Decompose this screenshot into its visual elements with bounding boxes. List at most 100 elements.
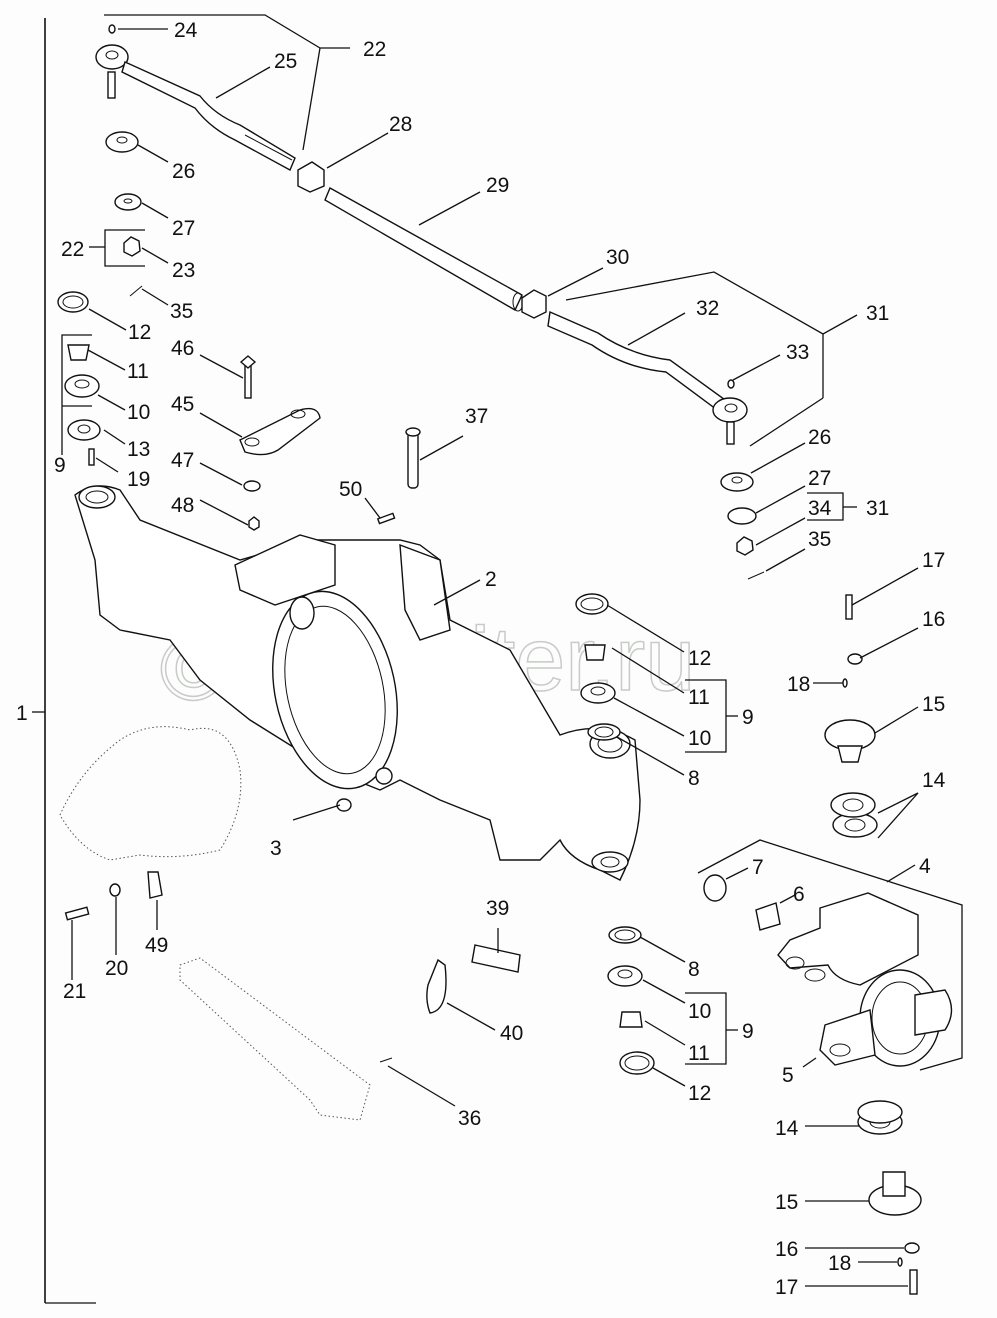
callout-16[interactable]: 16 <box>922 608 945 631</box>
callout-47[interactable]: 47 <box>171 449 194 472</box>
callout-2[interactable]: 2 <box>485 568 497 591</box>
callout-39[interactable]: 39 <box>486 897 509 920</box>
callout-17[interactable]: 17 <box>922 549 945 572</box>
callout-17[interactable]: 17 <box>775 1276 798 1299</box>
grease-fitting-18-low[interactable] <box>897 1257 903 1267</box>
cotter-pin-35-left[interactable] <box>129 285 143 297</box>
callout-46[interactable]: 46 <box>171 337 194 360</box>
callout-27[interactable]: 27 <box>172 217 195 240</box>
callout-16[interactable]: 16 <box>775 1238 798 1261</box>
washer-47[interactable] <box>243 480 261 492</box>
bearing-cone-11-low[interactable] <box>619 1011 643 1028</box>
axle-housing-drawing[interactable] <box>74 485 641 881</box>
plug-3-drawing[interactable] <box>336 798 352 812</box>
callout-27[interactable]: 27 <box>808 467 831 490</box>
callout-50[interactable]: 50 <box>339 478 362 501</box>
callout-7[interactable]: 7 <box>752 856 764 879</box>
callout-29[interactable]: 29 <box>486 174 509 197</box>
screw-19[interactable] <box>88 448 95 466</box>
bearing-cup-10-left[interactable] <box>64 374 100 398</box>
steering-knuckle-drawing[interactable] <box>777 892 953 1067</box>
callout-48[interactable]: 48 <box>171 494 194 517</box>
tie-rod-tube-drawing[interactable] <box>324 187 524 312</box>
shim-8-low[interactable] <box>608 926 642 944</box>
callout-8[interactable]: 8 <box>688 767 700 790</box>
callout-33[interactable]: 33 <box>786 341 809 364</box>
callout-12[interactable]: 12 <box>128 321 151 344</box>
washer-16-low[interactable] <box>904 1242 920 1254</box>
callout-23[interactable]: 23 <box>172 259 195 282</box>
callout-10[interactable]: 10 <box>688 1000 711 1023</box>
clip-40-drawing[interactable] <box>426 958 447 1014</box>
spacer-26-right[interactable] <box>720 472 754 492</box>
tie-rod-end-right-drawing[interactable] <box>547 310 748 445</box>
pin-37[interactable] <box>407 431 419 489</box>
washer-16-top[interactable] <box>847 653 863 665</box>
callout-1[interactable]: 1 <box>16 702 28 725</box>
callout-28[interactable]: 28 <box>389 113 412 136</box>
callout-22[interactable]: 22 <box>61 238 84 261</box>
shim-8-mid[interactable] <box>587 723 621 741</box>
seal-7[interactable] <box>703 874 727 902</box>
callout-31[interactable]: 31 <box>866 497 889 520</box>
nut-34[interactable] <box>736 536 754 556</box>
callout-34[interactable]: 34 <box>808 497 832 520</box>
bolt-17-top[interactable] <box>845 594 853 620</box>
callout-3[interactable]: 3 <box>270 837 282 860</box>
washer-27-left[interactable] <box>114 193 142 211</box>
callout-31[interactable]: 31 <box>866 302 889 325</box>
spacer-26-left[interactable] <box>105 131 139 153</box>
callout-8[interactable]: 8 <box>688 958 700 981</box>
callout-10[interactable]: 10 <box>688 727 711 750</box>
bracket-39-drawing[interactable] <box>471 944 521 973</box>
callout-4[interactable]: 4 <box>919 855 931 878</box>
castle-nut-23[interactable] <box>123 236 141 257</box>
callout-9[interactable]: 9 <box>742 1020 754 1043</box>
callout-26[interactable]: 26 <box>808 426 831 449</box>
callout-18[interactable]: 18 <box>787 673 810 696</box>
cover-13[interactable] <box>67 419 101 441</box>
bearing-cup-10-low[interactable] <box>607 965 643 987</box>
seal-12-left[interactable] <box>57 291 89 313</box>
callout-26[interactable]: 26 <box>172 160 195 183</box>
bolt-17-low[interactable] <box>909 1269 918 1295</box>
callout-15[interactable]: 15 <box>775 1191 798 1214</box>
callout-21[interactable]: 21 <box>63 980 86 1003</box>
callout-22[interactable]: 22 <box>363 38 386 61</box>
callout-15[interactable]: 15 <box>922 693 945 716</box>
washer-27-right[interactable] <box>727 507 757 525</box>
callout-14[interactable]: 14 <box>775 1117 799 1140</box>
callout-36[interactable]: 36 <box>458 1107 481 1130</box>
callout-32[interactable]: 32 <box>696 297 719 320</box>
nut-28-drawing[interactable] <box>297 161 325 193</box>
bushing-6[interactable] <box>755 902 781 931</box>
seal-12-mid[interactable] <box>575 593 609 615</box>
callout-10[interactable]: 10 <box>127 401 150 424</box>
callout-13[interactable]: 13 <box>127 438 150 461</box>
callout-35[interactable]: 35 <box>170 300 193 323</box>
callout-6[interactable]: 6 <box>793 883 805 906</box>
callout-9[interactable]: 9 <box>742 706 754 729</box>
nut-48[interactable] <box>248 516 260 531</box>
callout-49[interactable]: 49 <box>145 934 168 957</box>
callout-12[interactable]: 12 <box>688 647 711 670</box>
bolt-21-drawing[interactable] <box>64 906 90 921</box>
plate-49-drawing[interactable] <box>147 871 163 899</box>
callout-18[interactable]: 18 <box>828 1252 851 1275</box>
callout-14[interactable]: 14 <box>922 769 946 792</box>
callout-12[interactable]: 12 <box>688 1082 711 1105</box>
bearing-cup-10-mid[interactable] <box>580 682 616 704</box>
grease-fitting-24-drawing[interactable] <box>108 24 116 34</box>
tie-rod-end-left-drawing[interactable] <box>95 44 296 171</box>
callout-40[interactable]: 40 <box>500 1022 523 1045</box>
washer-20-drawing[interactable] <box>109 883 121 897</box>
callout-45[interactable]: 45 <box>171 393 194 416</box>
pin-36-drawing[interactable] <box>379 1057 393 1063</box>
callout-11[interactable]: 11 <box>688 1042 710 1065</box>
callout-11[interactable]: 11 <box>688 686 710 709</box>
callout-19[interactable]: 19 <box>127 468 150 491</box>
grease-fitting-18-top[interactable] <box>842 678 848 688</box>
bracket-45[interactable] <box>239 407 321 456</box>
callout-20[interactable]: 20 <box>105 957 128 980</box>
callout-25[interactable]: 25 <box>274 50 297 73</box>
